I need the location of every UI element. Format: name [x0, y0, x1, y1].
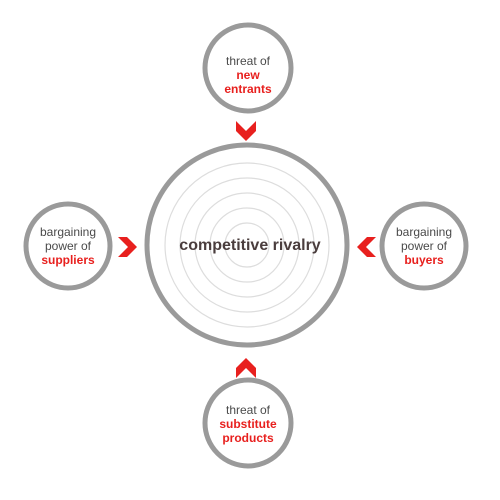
node-top-circle [202, 22, 294, 114]
node-right-line1: bargaining [395, 225, 453, 239]
center-inner-rings [164, 162, 330, 328]
chevron-right-icon [118, 237, 137, 257]
node-top-label: threat of new entrants [208, 54, 288, 96]
chevron-left-icon [357, 237, 376, 257]
center-label: competitive rivalry [179, 237, 321, 254]
node-left-line2: power of [44, 239, 92, 253]
node-right-circle [379, 201, 469, 291]
node-bottom-line1: threat of [225, 403, 271, 417]
node-left-accent1: suppliers [41, 253, 95, 267]
node-top-line1: threat of [225, 54, 271, 68]
node-bottom-accent2: products [222, 431, 274, 445]
node-right-accent1: buyers [404, 253, 444, 267]
node-right-line2: power of [400, 239, 448, 253]
node-bottom-accent1: substitute [219, 417, 277, 431]
chevron-down-icon [236, 121, 256, 141]
center-circle [144, 142, 350, 348]
node-right-label: bargaining power of buyers [384, 225, 464, 267]
node-top-accent2: entrants [224, 82, 272, 96]
node-left-label: bargaining power of suppliers [28, 225, 108, 267]
node-left-circle [23, 201, 113, 291]
node-bottom-circle [202, 377, 294, 469]
node-bottom-label: threat of substitute products [208, 403, 288, 445]
chevron-up-icon [236, 358, 256, 378]
node-left-line1: bargaining [39, 225, 97, 239]
node-top-accent1: new [236, 68, 260, 82]
